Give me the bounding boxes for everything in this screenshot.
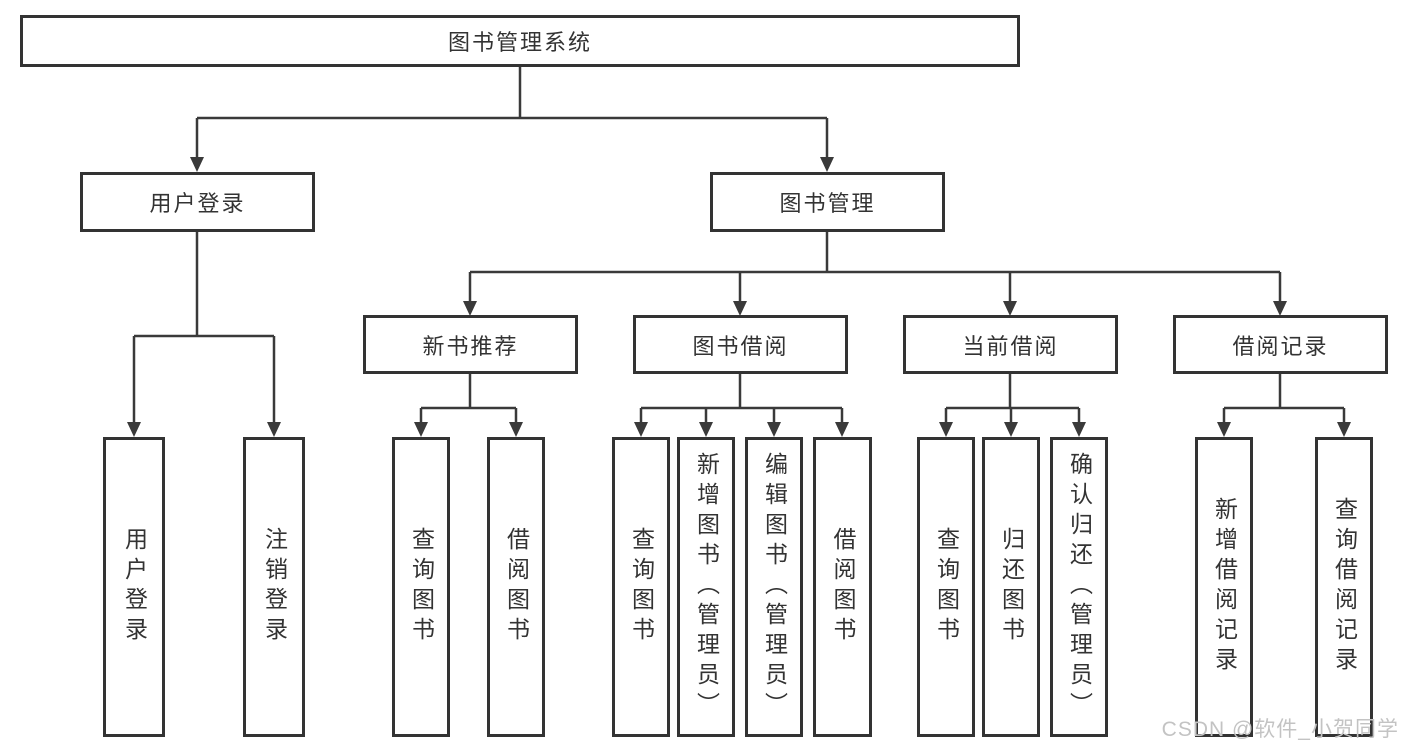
leaf-edit-book-admin: 编辑图书（管理员） [745,437,803,737]
node-root-system-label: 图书管理系统 [447,30,592,55]
connector-root [195,65,829,158]
leaf-query-books-borrow: 查询图书 [612,437,670,737]
leaf-return-book: 归还图书 [982,437,1040,737]
leaf-user-login-label: 用户登录 [121,527,148,647]
leaf-borrow-books-recommend: 借阅图书 [487,437,545,737]
node-book-management-label: 图书管理 [779,191,876,216]
leaf-query-books-borrow-label: 查询图书 [628,527,655,647]
node-new-book-recommend: 新书推荐 [363,315,578,374]
leaf-query-books-current: 查询图书 [917,437,975,737]
leaf-borrow-books-label: 借阅图书 [830,527,856,647]
leaf-borrow-books: 借阅图书 [813,437,872,737]
connector-current-borrow [944,374,1081,423]
csdn-watermark: CSDN @软件_小贺同学 [1161,718,1399,741]
node-user-login-label: 用户登录 [149,191,246,216]
leaf-add-book-admin: 新增图书（管理员） [677,437,735,737]
leaf-borrow-books-recommend-label: 借阅图书 [503,527,530,647]
node-borrow-records-label: 借阅记录 [1232,333,1329,359]
node-book-borrow: 图书借阅 [633,315,848,374]
node-new-book-recommend-label: 新书推荐 [422,333,519,359]
node-book-borrow-label: 图书借阅 [692,333,789,359]
node-current-borrow: 当前借阅 [903,315,1118,374]
connector-book-management [468,232,1282,302]
leaf-confirm-return-admin: 确认归还（管理员） [1050,437,1108,737]
node-book-management: 图书管理 [710,172,945,232]
node-borrow-records: 借阅记录 [1173,315,1388,374]
connector-book-borrow [639,374,844,423]
connector-user-login [132,232,276,423]
leaf-query-books-recommend-label: 查询图书 [408,527,435,647]
leaf-user-login: 用户登录 [103,437,165,737]
leaf-add-book-admin-label: 新增图书（管理员） [693,452,720,722]
connector-new-book-recommend [419,374,518,423]
leaf-query-books-recommend: 查询图书 [392,437,450,737]
leaf-logout: 注销登录 [243,437,305,737]
node-root-system: 图书管理系统 [20,15,1020,67]
leaf-logout-label: 注销登录 [261,527,288,647]
leaf-return-book-label: 归还图书 [998,527,1025,647]
leaf-add-borrow-record: 新增借阅记录 [1195,437,1253,737]
leaf-query-borrow-record: 查询借阅记录 [1315,437,1373,737]
leaf-query-borrow-record-label: 查询借阅记录 [1331,497,1358,677]
connector-borrow-records [1222,374,1346,423]
leaf-confirm-return-admin-label: 确认归还（管理员） [1066,452,1093,722]
node-current-borrow-label: 当前借阅 [962,333,1059,359]
node-user-login: 用户登录 [80,172,315,232]
leaf-edit-book-admin-label: 编辑图书（管理员） [761,452,788,722]
leaf-query-books-current-label: 查询图书 [933,527,960,647]
leaf-add-borrow-record-label: 新增借阅记录 [1211,497,1238,677]
